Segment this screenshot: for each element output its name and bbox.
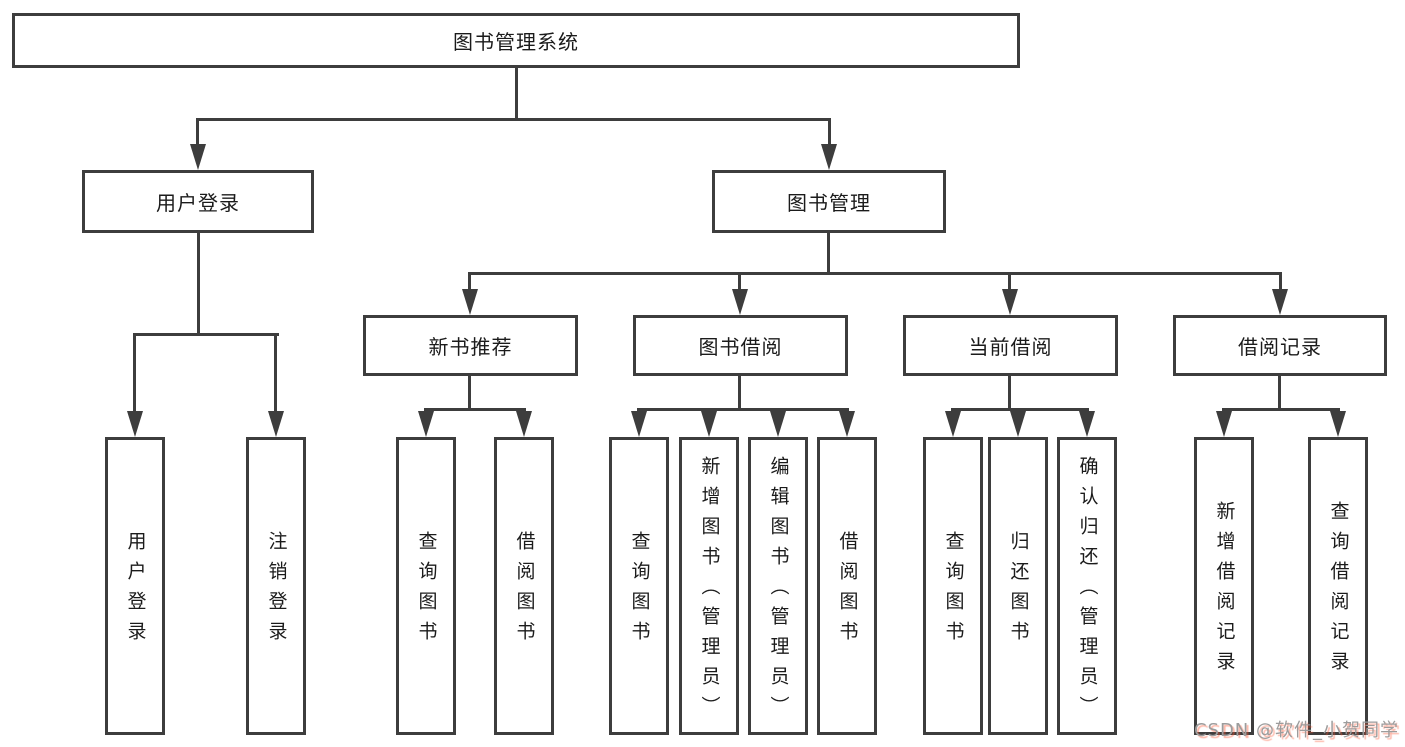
connector-line [1008,272,1011,292]
connector-line [133,333,136,415]
leaf-add-book-admin: 新增图书（管理员） [679,437,739,735]
node-borrowing-records: 借阅记录 [1173,315,1387,376]
arrow-down-icon [1330,411,1346,437]
arrow-down-icon [516,411,532,437]
connector-line [196,118,199,150]
arrow-down-icon [190,144,206,170]
arrow-down-icon [821,144,837,170]
node-library-management-system: 图书管理系统 [12,13,1020,68]
node-book-borrowing: 图书借阅 [633,315,848,376]
connector-line [1008,376,1011,410]
leaf-confirm-return-admin: 确认归还（管理员） [1057,437,1117,735]
arrow-down-icon [945,411,961,437]
connector-line [637,408,849,411]
leaf-borrow-book-borrowing: 借阅图书 [817,437,877,735]
arrow-down-icon [1272,289,1288,315]
arrow-down-icon [1002,289,1018,315]
leaf-query-book-current: 查询图书 [923,437,983,735]
connector-line [1222,408,1340,411]
leaf-query-book-borrowing: 查询图书 [609,437,669,735]
connector-line [468,376,471,410]
leaf-logout-login: 注销登录 [246,437,306,735]
arrow-down-icon [770,411,786,437]
connector-line [1278,376,1281,410]
connector-line [468,272,1282,275]
arrow-down-icon [631,411,647,437]
node-current-borrowing: 当前借阅 [903,315,1118,376]
arrow-down-icon [701,411,717,437]
leaf-edit-book-admin: 编辑图书（管理员） [748,437,808,735]
arrow-down-icon [127,411,143,437]
csdn-watermark: CSDN @软件_小贺同学 [1193,720,1399,741]
leaf-query-book-recommend: 查询图书 [396,437,456,735]
connector-line [424,408,526,411]
connector-line [827,233,830,274]
connector-line [196,118,831,121]
arrow-down-icon [462,289,478,315]
leaf-return-book: 归还图书 [988,437,1048,735]
arrow-down-icon [1079,411,1095,437]
connector-line [1279,272,1282,292]
connector-line [738,376,741,410]
leaf-add-borrow-record: 新增借阅记录 [1194,437,1254,735]
connector-line [133,333,279,336]
arrow-down-icon [1216,411,1232,437]
arrow-down-icon [418,411,434,437]
connector-line [274,333,277,415]
arrow-down-icon [268,411,284,437]
leaf-borrow-book-recommend: 借阅图书 [494,437,554,735]
connector-line [468,272,471,292]
connector-line [828,118,831,150]
node-book-management: 图书管理 [712,170,946,233]
arrow-down-icon [839,411,855,437]
node-new-book-recommendation: 新书推荐 [363,315,578,376]
arrow-down-icon [1010,411,1026,437]
connector-line [197,233,200,335]
connector-line [738,272,741,292]
connector-line [951,408,1089,411]
connector-line [515,68,518,120]
leaf-query-borrow-record: 查询借阅记录 [1308,437,1368,735]
leaf-user-login: 用户登录 [105,437,165,735]
arrow-down-icon [732,289,748,315]
node-user-login: 用户登录 [82,170,314,233]
